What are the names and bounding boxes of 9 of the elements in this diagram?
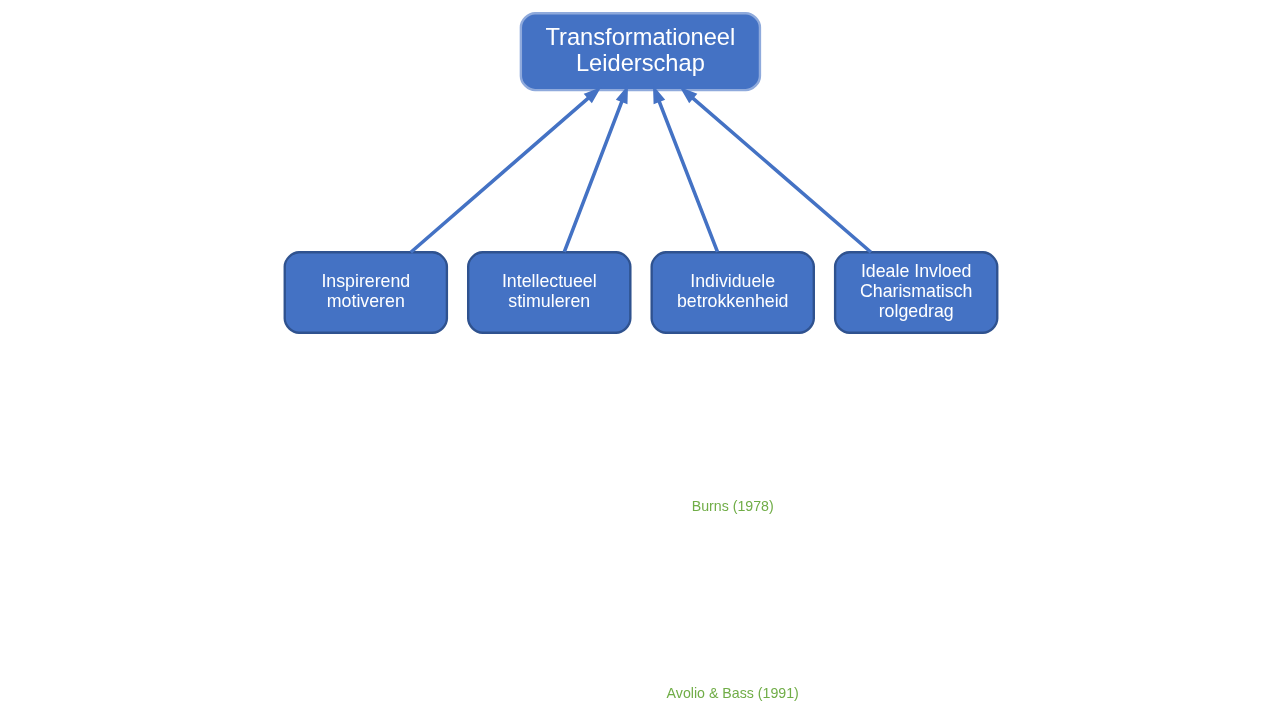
- node-box: Transformationeel Leiderschap: [519, 12, 762, 92]
- label: Avolio & Bass (1991): [666, 685, 799, 702]
- node-box: Inspirerend motiveren: [283, 251, 449, 334]
- node-box: Ideale Invloed Charismatisch rolgedrag: [833, 251, 999, 334]
- label: Burns (1978): [691, 498, 774, 515]
- arrow: [409, 86, 602, 254]
- arrow: [679, 86, 873, 254]
- node-box: Individuele betrokkenheid: [650, 251, 815, 334]
- node-box: Intellectueel stimuleren: [467, 251, 632, 334]
